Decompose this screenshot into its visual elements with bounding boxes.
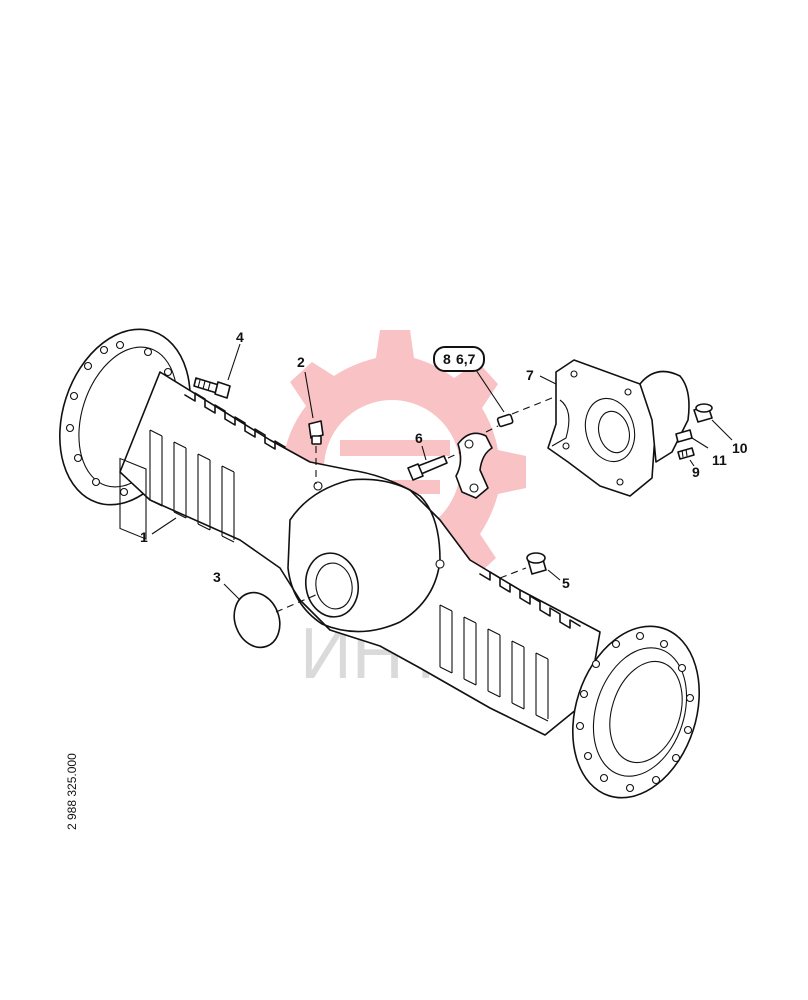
callout-4: 4 — [236, 329, 244, 345]
callout-2: 2 — [297, 354, 305, 370]
sleeve-part-8 — [475, 369, 553, 433]
plug-part-10 — [693, 403, 733, 441]
callout-1: 1 — [140, 529, 148, 545]
bolt-part-6 — [407, 445, 467, 481]
fitting-part-11 — [675, 429, 709, 449]
callout-6: 6 — [415, 430, 423, 446]
callout-9: 9 — [692, 464, 700, 480]
clamp-bracket — [455, 432, 493, 499]
callout-8-box: 8 6,7 — [433, 346, 485, 372]
callout-3: 3 — [213, 569, 221, 585]
drawing-number: 2 988 325.000 — [65, 753, 79, 830]
cover-disc-part-3 — [223, 583, 319, 649]
callout-10: 10 — [732, 440, 748, 456]
bolt-part-4 — [193, 343, 241, 399]
callout-8-ref: 6,7 — [456, 351, 476, 367]
callout-11: 11 — [712, 452, 727, 468]
callout-5: 5 — [562, 575, 570, 591]
axle-housing-part-1 — [59, 328, 701, 799]
carrier-housing-part-7 — [539, 359, 690, 497]
plug-part-5 — [499, 552, 561, 581]
leader-part-1 — [151, 517, 177, 535]
screw-part-9 — [677, 447, 695, 467]
callout-8: 8 — [443, 351, 451, 367]
callout-7: 7 — [526, 367, 534, 383]
breather-part-2 — [304, 371, 324, 484]
